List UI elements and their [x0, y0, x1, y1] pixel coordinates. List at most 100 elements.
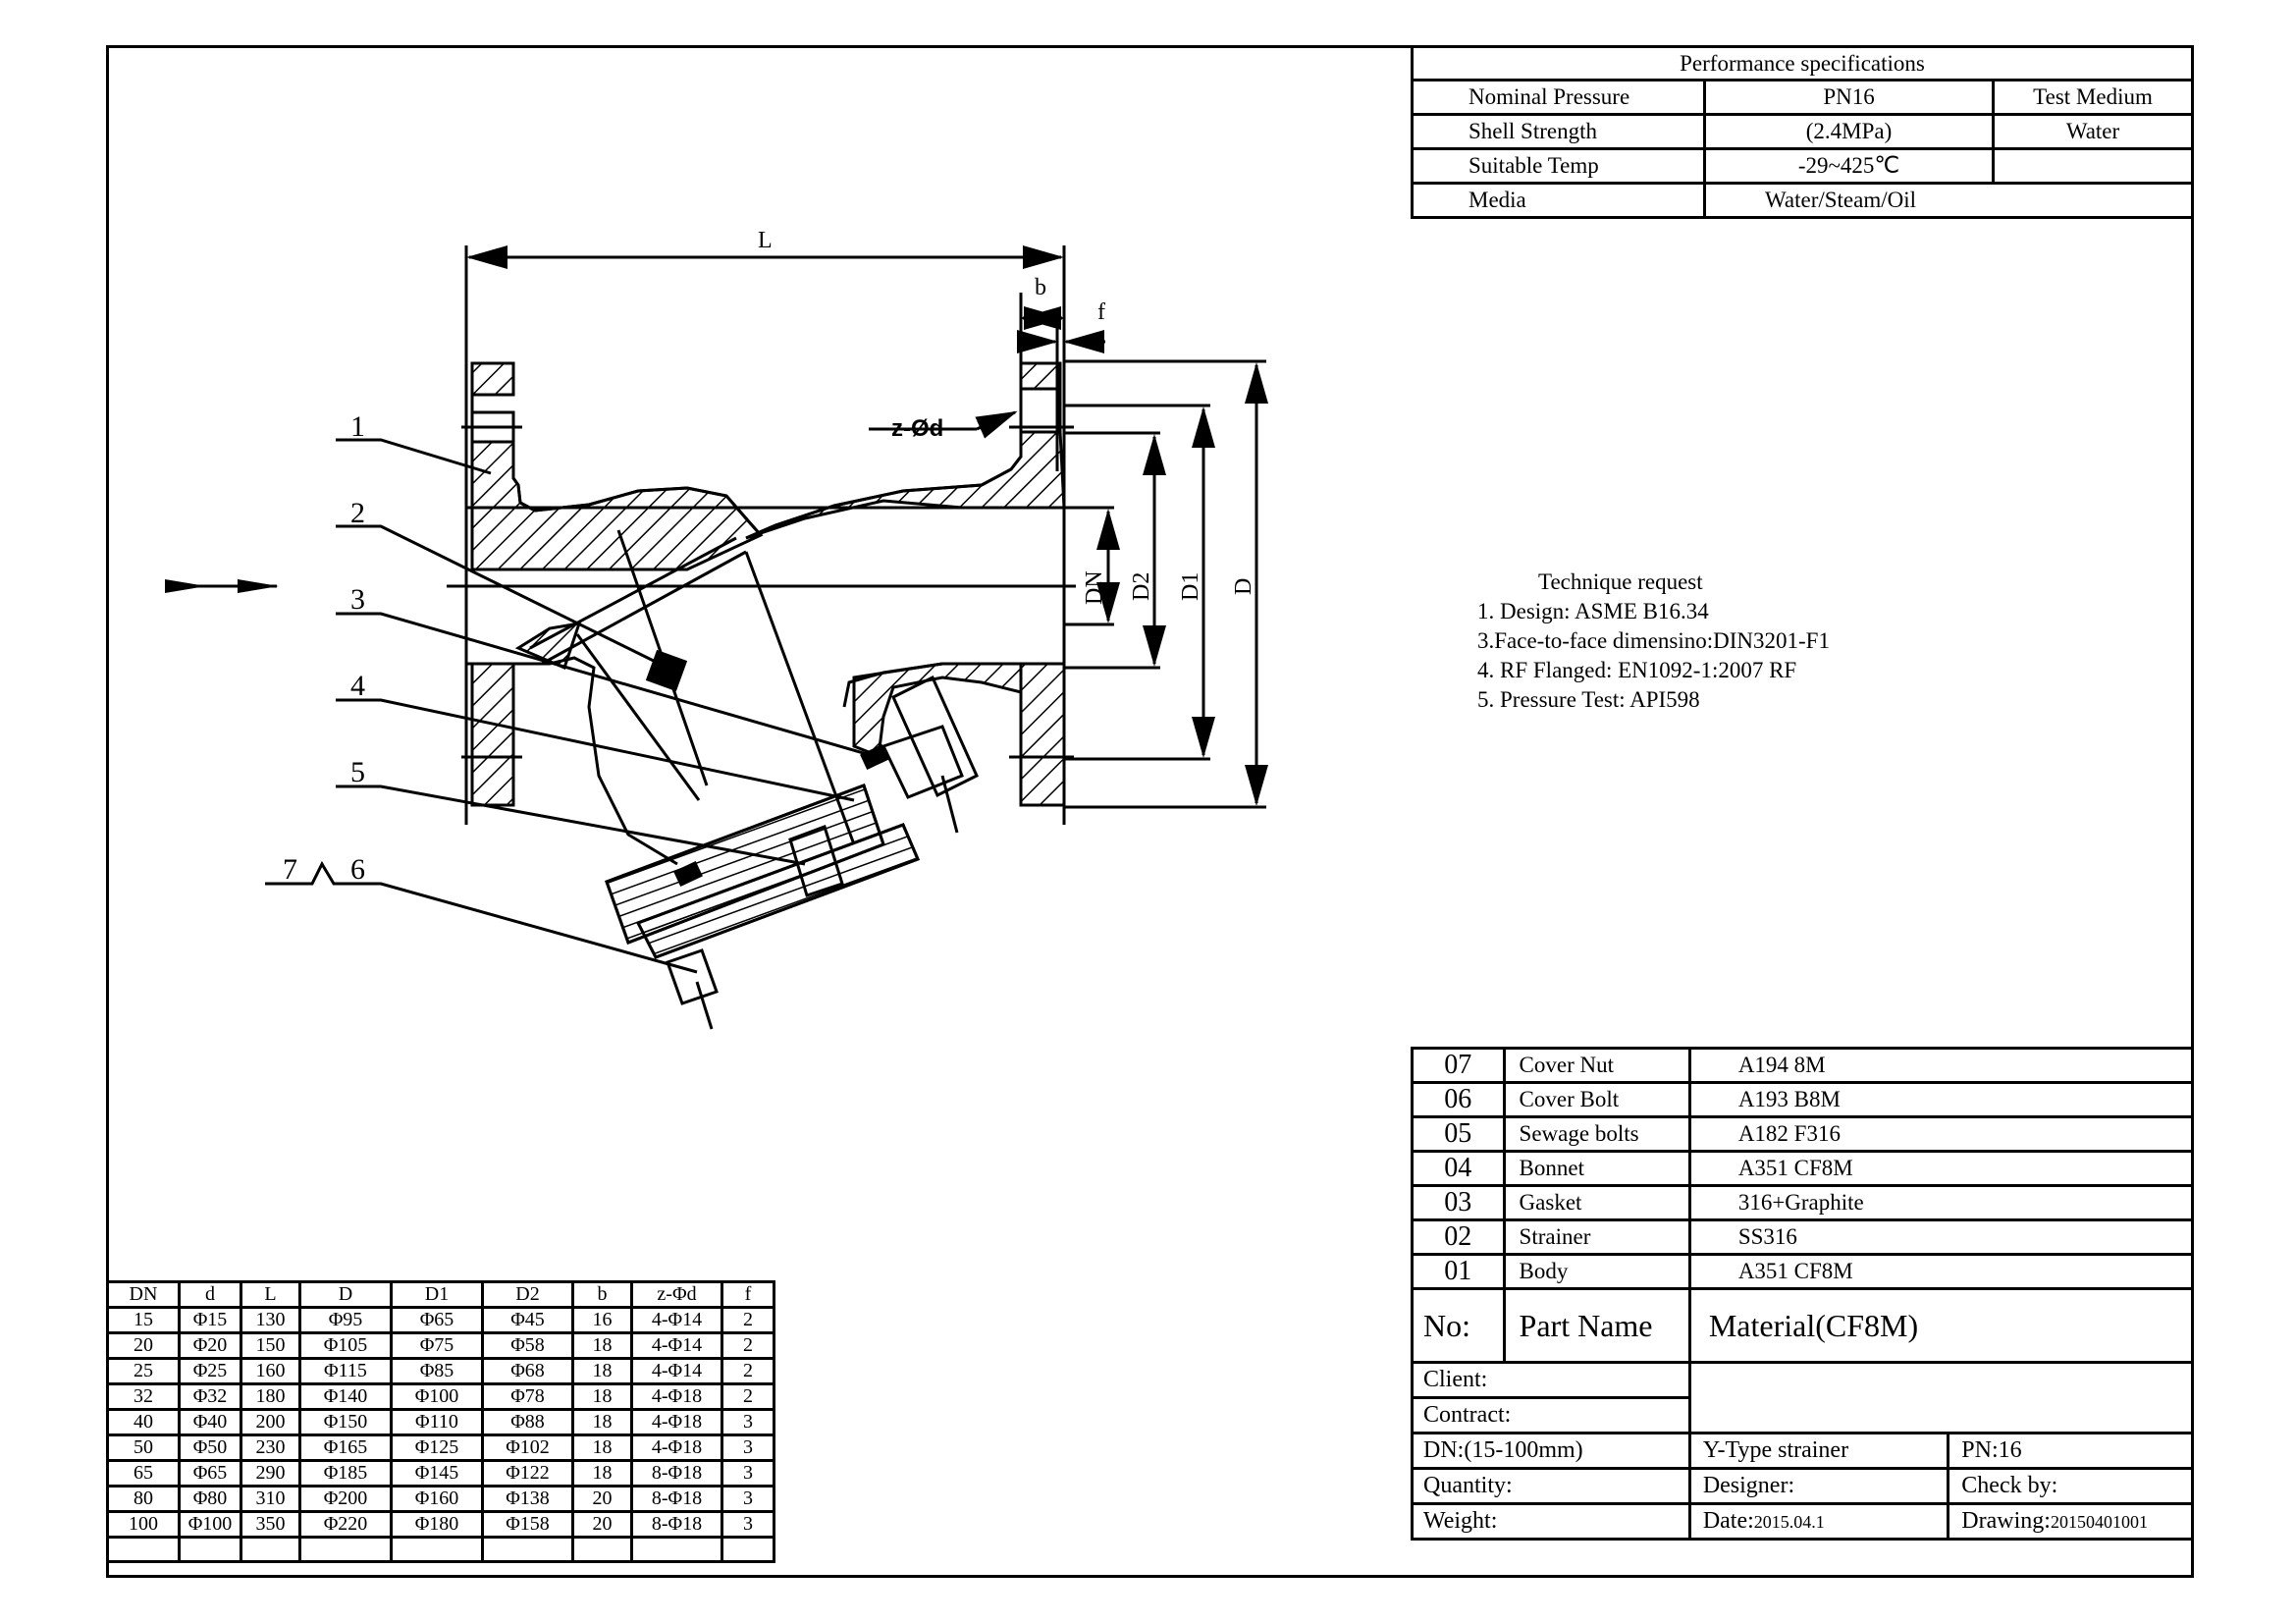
dims-cell: Φ165 — [298, 1434, 393, 1462]
dims-cell: 8-Φ18 — [630, 1459, 723, 1488]
dims-cell: Φ145 — [390, 1459, 484, 1488]
part-row: 04 Bonnet A351 CF8M — [1411, 1150, 2195, 1187]
dims-header: DN — [106, 1280, 181, 1309]
dims-cell: Φ125 — [390, 1434, 484, 1462]
dims-cell: Φ122 — [481, 1459, 574, 1488]
part-name: Bonnet — [1502, 1150, 1691, 1187]
spec-label: Suitable Temp — [1410, 147, 1707, 185]
callout-leaders — [265, 438, 875, 974]
callout-6: 6 — [350, 853, 365, 886]
part-name: Body — [1502, 1253, 1691, 1290]
spec-value: Water/Steam/Oil — [1703, 182, 2194, 219]
part-name: Cover Bolt — [1502, 1081, 1691, 1118]
dims-cell: Φ185 — [298, 1459, 393, 1488]
dn-range: DN:(15-100mm) — [1411, 1432, 1691, 1470]
weight-field: Weight: — [1411, 1502, 1691, 1541]
spec-extra: Test Medium — [1992, 79, 2194, 116]
technique-request-title: Technique request — [1538, 569, 1703, 594]
dims-cell: Φ65 — [390, 1306, 484, 1334]
callout-2: 2 — [350, 497, 365, 529]
drawing-frame — [106, 45, 2194, 1578]
date-value: 2015.04.1 — [1753, 1512, 1825, 1532]
dims-cell: 18 — [571, 1357, 633, 1385]
callout-4: 4 — [350, 670, 365, 702]
technique-item: 5. Pressure Test: API598 — [1477, 687, 1700, 712]
part-row: 01 Body A351 CF8M — [1411, 1253, 2195, 1290]
header-material: Material(CF8M) — [1687, 1287, 2195, 1364]
product-name: Y-Type strainer — [1687, 1432, 1950, 1470]
dims-cell: Φ50 — [178, 1434, 242, 1462]
date-field: Date:2015.04.1 — [1687, 1502, 1950, 1541]
part-name: Cover Nut — [1502, 1047, 1691, 1084]
dims-cell: 25 — [106, 1357, 181, 1385]
spec-row: Nominal Pressure PN16 Test Medium — [1410, 79, 2194, 116]
inlet-flange — [461, 361, 764, 807]
dims-cell: Φ40 — [178, 1408, 242, 1436]
dims-cell — [571, 1536, 633, 1563]
dims-cell: Φ105 — [298, 1331, 393, 1360]
body-lower-wall — [513, 656, 678, 866]
part-no: 03 — [1411, 1184, 1506, 1221]
dims-cell: 3 — [721, 1459, 775, 1488]
label-D1: D1 — [1178, 572, 1203, 601]
spec-row: Shell Strength (2.4MPa) Water — [1410, 113, 2194, 150]
pn-rating: PN:16 — [1947, 1432, 2194, 1470]
part-no: 02 — [1411, 1218, 1506, 1256]
dims-cell: 130 — [240, 1306, 301, 1334]
part-no: 07 — [1411, 1047, 1506, 1084]
dims-cell: 18 — [571, 1459, 633, 1488]
part-no: 06 — [1411, 1081, 1506, 1118]
contract-field: Contract: — [1411, 1396, 1691, 1434]
part-name: Strainer — [1502, 1218, 1691, 1256]
part-row: 03 Gasket 316+Graphite — [1411, 1184, 2195, 1221]
parts-header-row: No: Part Name Material(CF8M) — [1411, 1287, 2195, 1364]
part-row: 02 Strainer SS316 — [1411, 1218, 2195, 1256]
callout-3: 3 — [350, 583, 365, 616]
dims-cell: 2 — [721, 1357, 775, 1385]
spec-label: Nominal Pressure — [1410, 79, 1707, 116]
dims-cell: 15 — [106, 1306, 181, 1334]
dims-cell — [240, 1536, 301, 1563]
dims-cell: 8-Φ18 — [630, 1510, 723, 1539]
callout-7: 7 — [283, 853, 297, 886]
dims-cell: 290 — [240, 1459, 301, 1488]
technique-request: Technique request 1. Design: ASME B16.34… — [1477, 568, 1830, 715]
part-row: 07 Cover Nut A194 8M — [1411, 1047, 2195, 1084]
dims-cell: Φ88 — [481, 1408, 574, 1436]
part-no: 04 — [1411, 1150, 1506, 1187]
dims-cell: 4-Φ18 — [630, 1382, 723, 1411]
designer-field: Designer: — [1687, 1467, 1950, 1505]
dims-cell: 50 — [106, 1434, 181, 1462]
dims-cell: 350 — [240, 1510, 301, 1539]
performance-specifications-table: Performance specifications Nominal Press… — [1410, 45, 2194, 219]
dims-cell: 40 — [106, 1408, 181, 1436]
dims-cell: Φ158 — [481, 1510, 574, 1539]
spec-label: Shell Strength — [1410, 113, 1707, 150]
label-DN: DN — [1082, 570, 1107, 605]
dims-cell: Φ80 — [178, 1485, 242, 1513]
label-L: L — [758, 228, 773, 253]
dimension-diameters — [1064, 359, 1268, 809]
part-material: A182 F316 — [1687, 1115, 2195, 1153]
callout-1: 1 — [350, 410, 365, 443]
technique-item: 1. Design: ASME B16.34 — [1477, 599, 1709, 623]
dims-header: d — [178, 1280, 242, 1309]
dims-cell: Φ138 — [481, 1485, 574, 1513]
dims-cell: 160 — [240, 1357, 301, 1385]
part-material: A351 CF8M — [1687, 1253, 2195, 1290]
spec-value: (2.4MPa) — [1703, 113, 1996, 150]
dims-header: f — [721, 1280, 775, 1309]
dims-cell: 20 — [571, 1510, 633, 1539]
dims-cell: 3 — [721, 1408, 775, 1436]
dims-cell: 180 — [240, 1382, 301, 1411]
spec-extra — [1992, 147, 2194, 185]
dims-cell: 20 — [571, 1485, 633, 1513]
dims-cell: 3 — [721, 1510, 775, 1539]
dims-cell: 18 — [571, 1408, 633, 1436]
